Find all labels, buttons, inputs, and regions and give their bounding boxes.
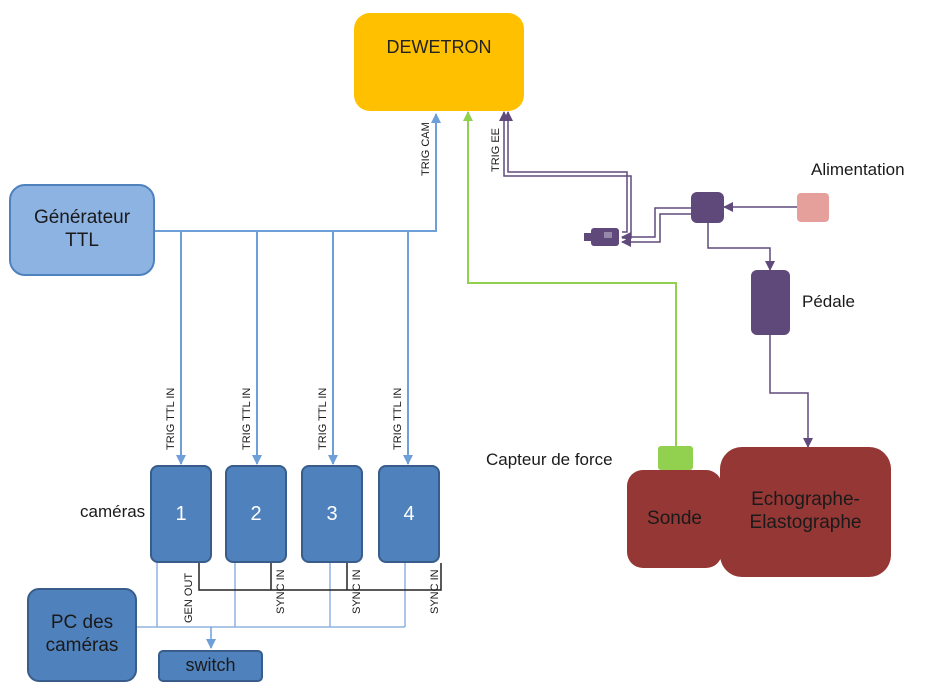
force-sensor-line — [463, 111, 677, 446]
camera-2-label: 2 — [250, 503, 262, 525]
trig-ee-label: TRIG EE — [490, 127, 502, 172]
camera-3-box: 3 — [301, 465, 363, 563]
splitter-to-pedal-line — [707, 223, 775, 271]
pedale-box — [751, 270, 790, 335]
gen-out-label: GEN OUT — [183, 572, 195, 623]
trig-cam-label: TRIG CAM — [420, 122, 432, 176]
echographe-label: Echographe- Elastographe — [749, 489, 862, 533]
trig-ttl-in-label-4: TRIG TTL IN — [392, 387, 404, 450]
camera-4-box: 4 — [378, 465, 440, 563]
splitter-icon — [691, 192, 724, 223]
trig-ee-line-a — [503, 111, 628, 233]
alimentation-box — [797, 193, 829, 222]
sonde-label: Sonde — [647, 507, 702, 529]
trig-ttl-in-label-1: TRIG TTL IN — [165, 387, 177, 450]
splitter-link-b — [621, 213, 691, 247]
switch-box: switch — [158, 650, 263, 682]
switch-label: switch — [185, 655, 236, 676]
sync-in-label-3: SYNC IN — [351, 569, 363, 614]
camera-1-label: 1 — [175, 503, 187, 525]
trig-cam-line — [155, 113, 441, 232]
pc-cameras-label: PC des caméras — [45, 612, 119, 656]
camera-1-box: 1 — [150, 465, 212, 563]
trig-ttl-in-label-2: TRIG TTL IN — [241, 387, 253, 450]
sonde-box: Sonde — [627, 470, 722, 568]
connector-icon — [584, 228, 619, 246]
echographe-box: Echographe- Elastographe — [720, 447, 891, 577]
dewetron-label: DEWETRON — [386, 37, 492, 58]
pedale-label: Pédale — [802, 292, 855, 311]
camera-2-box: 2 — [225, 465, 287, 563]
splitter-link-a — [621, 207, 691, 242]
trig-ttl-in-label-3: TRIG TTL IN — [317, 387, 329, 450]
capteur-label: Capteur de force — [486, 450, 613, 469]
alimentation-label: Alimentation — [811, 160, 905, 179]
pedal-to-echo-line — [769, 335, 813, 448]
sync-chain-line — [198, 563, 442, 591]
camera-3-label: 3 — [326, 503, 338, 525]
dewetron-box: DEWETRON — [354, 13, 524, 111]
camera-4-label: 4 — [403, 503, 415, 525]
generateur-ttl-label: Générateur TTL — [33, 207, 131, 251]
capteur-force-box — [658, 446, 693, 470]
sync-in-label-4: SYNC IN — [429, 569, 441, 614]
pc-cameras-box: PC des caméras — [27, 588, 137, 682]
sync-in-label-2: SYNC IN — [275, 569, 287, 614]
generateur-ttl-box: Générateur TTL — [9, 184, 155, 276]
trig-ee-line-b — [499, 111, 632, 239]
cameras-label: caméras — [80, 502, 146, 521]
